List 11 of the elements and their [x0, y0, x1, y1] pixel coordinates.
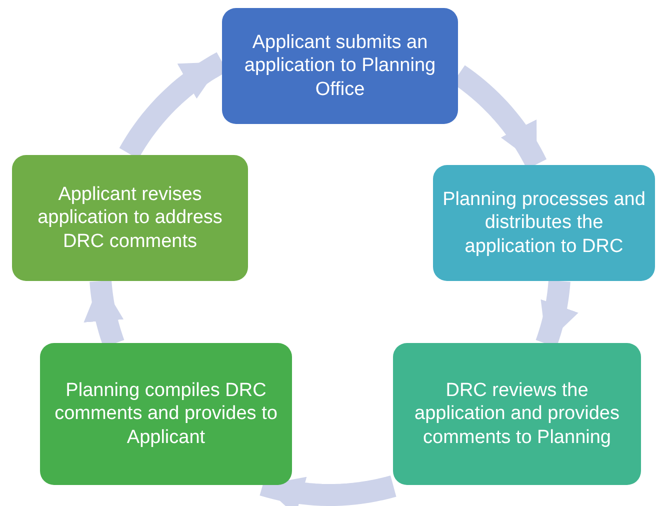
process-box	[433, 165, 655, 281]
step-text: Planning compiles DRC comments and provides to Applicant	[54, 379, 278, 449]
process-box	[222, 8, 458, 124]
step-text: DRC reviews the application and provides comments to Planning	[414, 379, 620, 449]
step-text: Applicant submits an application to Planning Office	[243, 31, 437, 101]
process-box	[12, 155, 248, 281]
step-text: Applicant revises application to address DRC comments	[36, 183, 224, 253]
process-box	[393, 343, 641, 485]
cycle-arrow	[258, 474, 398, 506]
step-text: Planning processes and distributes the application to DRC	[442, 188, 646, 258]
process-box	[40, 343, 292, 485]
